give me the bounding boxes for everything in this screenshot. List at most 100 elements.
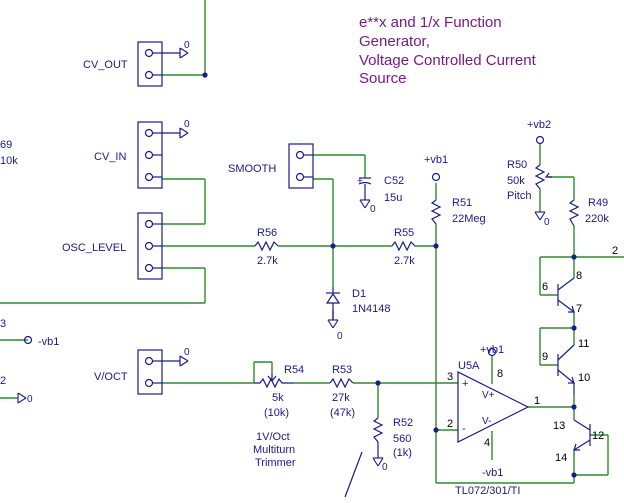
svg-text:U5A: U5A: [458, 360, 480, 372]
capacitor-c52: + 0 C52 15u: [357, 175, 404, 215]
svg-text:Trimmer: Trimmer: [255, 457, 296, 469]
transistor-q2: 11 9 10: [542, 338, 590, 395]
svg-text:-vb1: -vb1: [482, 467, 503, 479]
svg-text:0: 0: [184, 347, 190, 358]
svg-text:-: -: [462, 423, 466, 435]
svg-text:R51: R51: [452, 197, 472, 209]
svg-text:Multiturn: Multiturn: [253, 444, 295, 456]
svg-text:560: 560: [393, 433, 411, 445]
svg-text:R54: R54: [284, 364, 304, 376]
svg-text:R49: R49: [588, 197, 608, 209]
svg-text:11: 11: [578, 338, 589, 350]
rail-vb1-r51: +vb1: [424, 154, 448, 182]
svg-text:+vb1: +vb1: [480, 344, 504, 356]
svg-text:R55: R55: [394, 227, 414, 239]
schematic-title: e**x and 1/x Function Generator, Voltage…: [359, 14, 537, 87]
resistor-r56: R56 2.7k: [254, 227, 279, 267]
svg-text:22Meg: 22Meg: [452, 213, 486, 225]
connector-label-smooth: SMOOTH: [228, 163, 276, 175]
svg-text:(47k): (47k): [330, 407, 355, 419]
resistor-r55: R55 2.7k: [391, 227, 416, 267]
svg-text:15u: 15u: [384, 192, 402, 204]
svg-text:R56: R56: [257, 227, 277, 239]
junctions: [202, 72, 577, 478]
svg-text:0: 0: [184, 119, 190, 130]
svg-text:+: +: [462, 378, 468, 390]
trimmer-r54: R54 5k (10k): [254, 364, 304, 419]
svg-text:6: 6: [542, 281, 548, 293]
svg-text:Pitch: Pitch: [507, 190, 531, 202]
svg-text:220k: 220k: [585, 213, 609, 225]
resistor-r49: R49 220k: [568, 197, 609, 227]
title-line-1: e**x and 1/x Function: [359, 14, 502, 31]
svg-text:5k: 5k: [272, 392, 284, 404]
svg-text:TL072/301/TI: TL072/301/TI: [455, 485, 520, 497]
svg-text:3: 3: [0, 318, 6, 330]
svg-text:2.7k: 2.7k: [394, 255, 415, 267]
svg-text:R50: R50: [507, 159, 527, 171]
diode-d1: 0 D1 1N4148: [325, 287, 391, 342]
potentiometer-r50: 0 +vb2 R50 50k Pitch: [507, 119, 552, 228]
svg-text:4: 4: [484, 437, 490, 449]
svg-text:0: 0: [544, 217, 550, 228]
opamp-u5a: + - V+ V- 3 2 8 4 1 U5A TL072/301/TI +vb…: [447, 344, 540, 497]
svg-text:2.7k: 2.7k: [257, 255, 278, 267]
resistor-r52: 0 R52 560 (1k): [372, 417, 413, 473]
svg-text:R53: R53: [332, 364, 352, 376]
svg-text:2: 2: [447, 418, 453, 430]
svg-text:+vb1: +vb1: [424, 154, 448, 166]
transistor-q3: 13 12 14: [553, 419, 604, 464]
right-pin-label: 2: [612, 245, 618, 257]
title-line-2: Generator,: [359, 33, 430, 50]
connector-label-cv-out: CV_OUT: [83, 59, 128, 71]
connector-osc-level: OSC_LEVEL: [62, 212, 163, 280]
svg-text:0: 0: [184, 40, 190, 51]
svg-text:1N4148: 1N4148: [352, 303, 391, 315]
svg-text:8: 8: [576, 270, 582, 282]
svg-text:12: 12: [592, 430, 604, 442]
svg-text:D1: D1: [352, 288, 366, 300]
connector-label-voct: V/OCT: [94, 371, 128, 383]
connector-cv-out: 0 CV_OUT: [83, 40, 190, 87]
svg-text:3: 3: [447, 371, 453, 383]
svg-text:8: 8: [497, 368, 503, 380]
connector-smooth: SMOOTH: [228, 143, 314, 189]
svg-text:7: 7: [576, 303, 582, 315]
svg-text:-vb1: -vb1: [38, 336, 59, 348]
svg-text:0: 0: [382, 462, 388, 473]
left-cropped-elements: 69 10k 3 -vb1 2 0: [0, 139, 59, 405]
title-line-4: Source: [359, 70, 407, 87]
svg-text:+: +: [357, 176, 363, 187]
connector-label-cv-in: CV_IN: [94, 151, 126, 163]
connector-label-osc-level: OSC_LEVEL: [62, 242, 126, 254]
svg-text:10: 10: [578, 372, 590, 384]
connector-voct: 0 V/OCT: [94, 347, 190, 395]
svg-text:50k: 50k: [507, 175, 525, 187]
svg-text:V-: V-: [482, 416, 491, 427]
svg-text:V+: V+: [482, 390, 495, 401]
svg-text:1V/Oct: 1V/Oct: [256, 431, 290, 443]
svg-text:(10k): (10k): [264, 407, 289, 419]
svg-text:27k: 27k: [332, 392, 350, 404]
trimmer-note: 1V/Oct Multiturn Trimmer: [253, 431, 296, 469]
svg-text:14: 14: [555, 452, 567, 464]
svg-text:69: 69: [0, 139, 12, 151]
svg-text:2: 2: [0, 375, 6, 387]
svg-text:13: 13: [553, 420, 565, 432]
title-line-3: Voltage Controlled Current: [359, 52, 537, 69]
transistor-q1: 8 6 7: [542, 270, 582, 315]
svg-text:(1k): (1k): [393, 447, 412, 459]
svg-text:9: 9: [542, 351, 548, 363]
connector-cv-in: 0 CV_IN: [94, 119, 190, 189]
svg-text:0: 0: [337, 331, 343, 342]
svg-text:10k: 10k: [0, 155, 18, 167]
svg-text:0: 0: [27, 394, 33, 405]
svg-text:+vb2: +vb2: [527, 119, 551, 131]
svg-text:1: 1: [534, 395, 540, 407]
svg-text:R52: R52: [393, 417, 413, 429]
resistor-r53: R53 27k (47k): [329, 364, 355, 419]
resistor-r51: R51 22Meg: [430, 197, 486, 225]
svg-text:0: 0: [370, 204, 376, 215]
svg-text:C52: C52: [384, 175, 404, 187]
